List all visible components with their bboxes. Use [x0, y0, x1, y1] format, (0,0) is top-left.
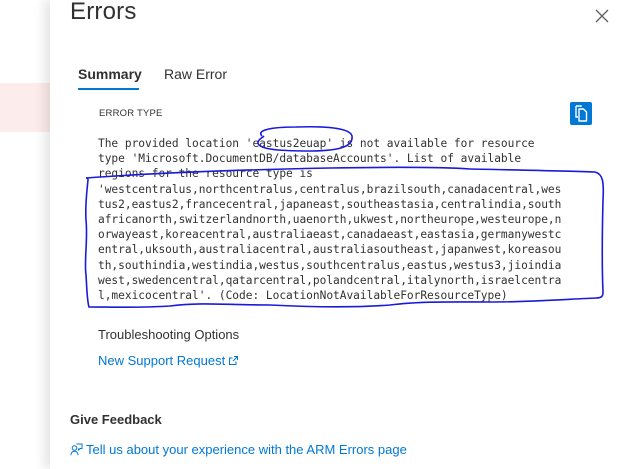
- support-link-label: New Support Request: [98, 353, 226, 368]
- error-type-label: ERROR TYPE: [99, 108, 163, 119]
- error-line: type 'Microsoft.DocumentDB/databaseAccou…: [98, 152, 522, 166]
- background-page: [0, 0, 50, 469]
- troubleshooting-label: Troubleshooting Options: [98, 327, 240, 342]
- error-line: orwayeast,koreacentral,australiaeast,can…: [98, 228, 562, 242]
- error-line: th,southindia,westindia,westus,southcent…: [98, 258, 562, 272]
- close-button[interactable]: [593, 7, 611, 25]
- background-highlighted-row: [0, 83, 50, 132]
- error-line: 'westcentralus,northcentralus,centralus,…: [98, 182, 562, 196]
- copy-icon: [575, 105, 588, 122]
- copy-button[interactable]: [570, 102, 592, 125]
- error-line: west,swedencentral,qatarcentral,polandce…: [98, 273, 562, 287]
- error-line: l,mexicocentral'. (Code: LocationNotAvai…: [98, 289, 508, 303]
- error-line: africanorth,switzerlandnorth,uaenorth,uk…: [98, 213, 562, 227]
- errors-panel: Errors Summary Raw Error ERROR TYPE The …: [50, 0, 632, 469]
- external-link-icon: [229, 356, 239, 365]
- error-line: entral,uksouth,australiacentral,australi…: [98, 243, 562, 257]
- error-message: The provided location 'eastus2euap' is n…: [98, 136, 578, 303]
- active-tab-indicator: [78, 88, 139, 90]
- feedback-link-label: Tell us about your experience with the A…: [86, 442, 407, 457]
- tab-summary[interactable]: Summary: [78, 66, 142, 82]
- give-feedback-heading: Give Feedback: [70, 412, 162, 427]
- error-line: regions for the resource type is: [98, 167, 313, 181]
- feedback-link[interactable]: Tell us about your experience with the A…: [70, 442, 407, 457]
- error-line: The provided location 'eastus2euap' is n…: [98, 137, 535, 150]
- panel-title: Errors: [70, 0, 137, 25]
- feedback-person-icon: [70, 443, 83, 456]
- error-line: tus2,eastus2,francecentral,japaneast,sou…: [98, 197, 562, 211]
- tab-raw-error[interactable]: Raw Error: [164, 66, 228, 82]
- close-icon: [595, 9, 609, 23]
- new-support-request-link[interactable]: New Support Request: [98, 353, 239, 368]
